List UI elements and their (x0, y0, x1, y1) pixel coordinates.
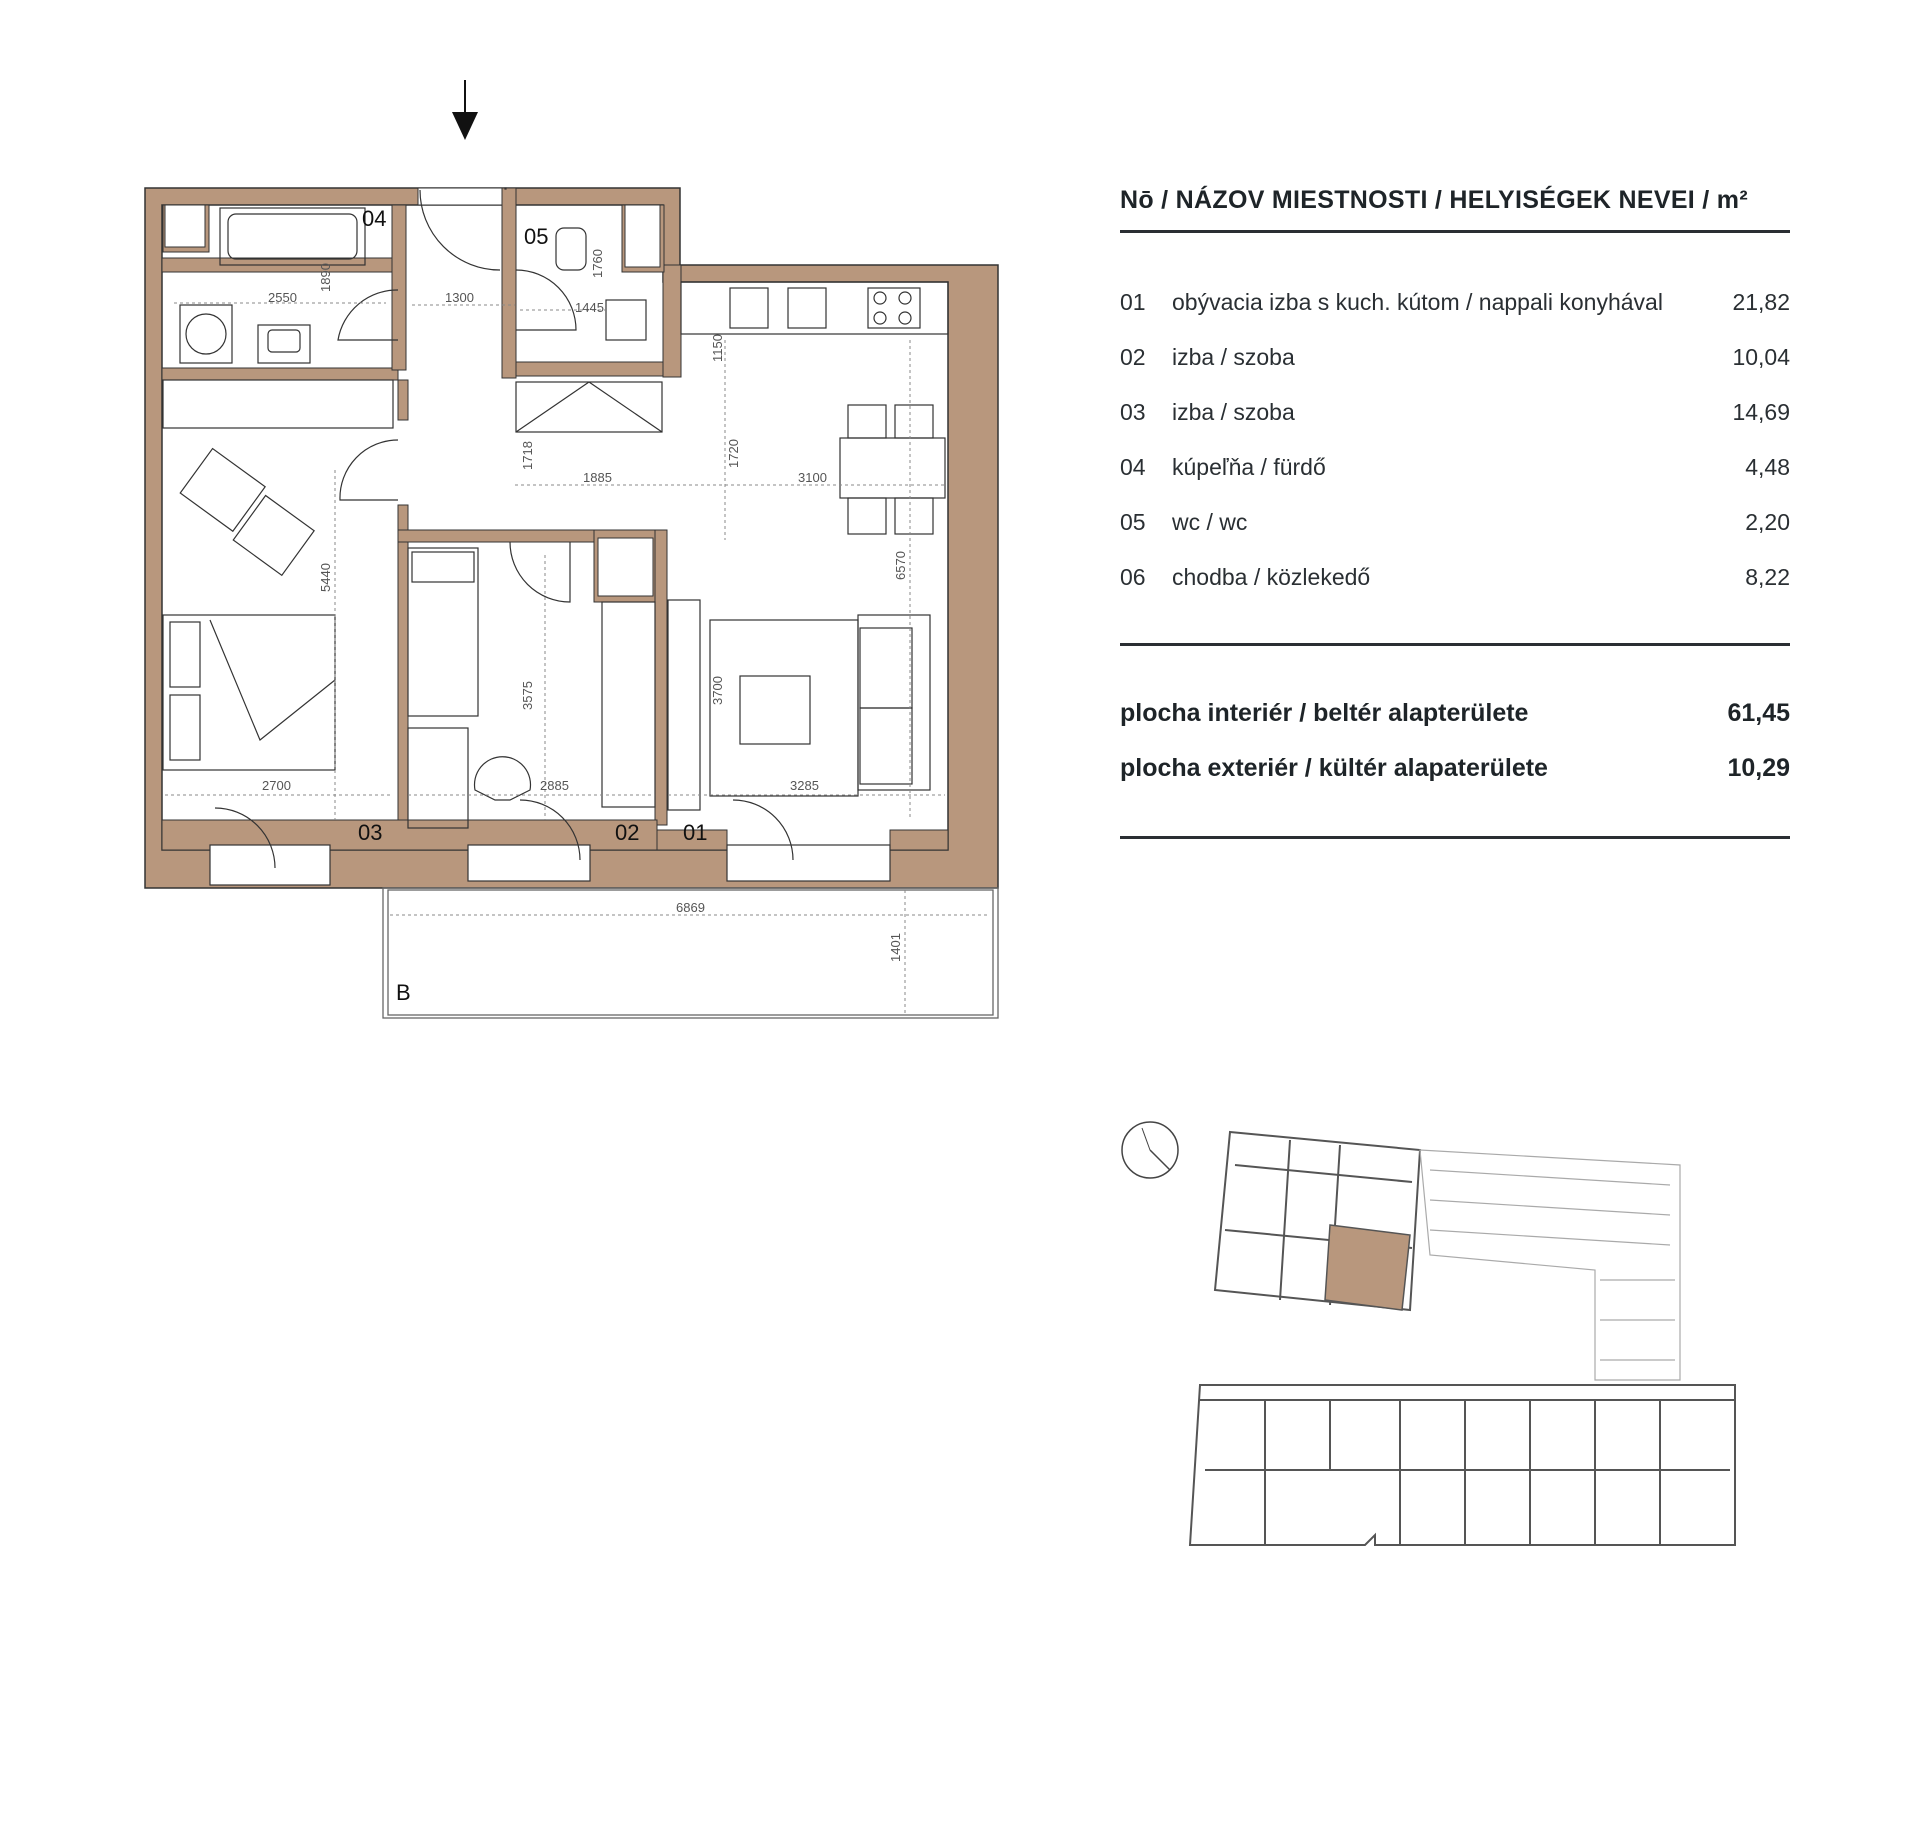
total-area: 61,45 (1727, 699, 1790, 727)
room-number: 04 (1120, 454, 1146, 480)
legend-divider-middle (1120, 643, 1790, 646)
wc-fixtures (555, 227, 647, 341)
dim-3100: 3100 (798, 470, 827, 485)
dim-6869: 6869 (676, 900, 705, 915)
roof-area (1419, 1149, 1681, 1381)
room-label-04: 04 (362, 206, 386, 231)
total-area: 10,29 (1727, 754, 1790, 782)
room-number: 01 (1120, 289, 1146, 315)
dim-1401: 1401 (888, 933, 903, 962)
legend-divider-bottom (1120, 836, 1790, 839)
room-area: 4,48 (1745, 454, 1790, 480)
room-name: obývacia izba s kuch. kútom / nappali ko… (1172, 289, 1663, 315)
room-label-05: 05 (524, 224, 548, 249)
room-label-03: 03 (358, 820, 382, 845)
room-name: chodba / közlekedő (1172, 564, 1371, 590)
room-number: 05 (1120, 509, 1146, 535)
room-area: 8,22 (1745, 564, 1790, 590)
total-row-interior: plocha interiér / beltér alapterülete 61… (1120, 686, 1790, 741)
balcony (382, 887, 999, 1019)
dim-6570: 6570 (893, 551, 908, 580)
entrance-arrow-icon (452, 80, 478, 140)
room-label-02: 02 (615, 820, 639, 845)
room-list: 01 obývacia izba s kuch. kútom / nappali… (1120, 233, 1790, 643)
kitchen-counter (515, 281, 949, 433)
dining-set (839, 404, 946, 535)
room-row: 06 chodba / közlekedő 8,22 (1120, 550, 1790, 605)
total-name: plocha interiér / beltér alapterülete (1120, 699, 1529, 727)
room-name: izba / szoba (1172, 344, 1295, 370)
dim-2885: 2885 (540, 778, 569, 793)
dim-1718: 1718 (520, 441, 535, 470)
dim-1885: 1885 (583, 470, 612, 485)
dim-2700: 2700 (262, 778, 291, 793)
floor-plan: 2550 1890 1300 1445 1760 1150 1718 1885 … (144, 80, 999, 1019)
room-label-01: 01 (683, 820, 707, 845)
total-name: plocha exteriér / kültér alapaterülete (1120, 754, 1548, 782)
total-row-exterior: plocha exteriér / kültér alapaterülete 1… (1120, 741, 1790, 796)
living-furniture (667, 599, 931, 811)
legend-divider-top (1120, 230, 1790, 233)
dim-1300: 1300 (445, 290, 474, 305)
room-number: 06 (1120, 564, 1146, 590)
room-area: 2,20 (1745, 509, 1790, 535)
dim-1890: 1890 (318, 263, 333, 292)
room-name: wc / wc (1172, 509, 1248, 535)
room-number: 02 (1120, 344, 1146, 370)
room-area: 10,04 (1732, 344, 1790, 370)
room-area: 14,69 (1732, 399, 1790, 425)
dim-1150: 1150 (710, 334, 725, 362)
room-02-furniture (407, 547, 656, 829)
dim-1720: 1720 (726, 439, 741, 468)
dim-5440: 5440 (318, 563, 333, 592)
room-area: 21,82 (1732, 289, 1790, 315)
dim-3285: 3285 (790, 778, 819, 793)
lower-building (1188, 1384, 1736, 1546)
room-number: 03 (1120, 399, 1146, 425)
room-row: 02 izba / szoba 10,04 (1120, 330, 1790, 385)
windows (209, 187, 891, 886)
room-03-furniture (162, 379, 394, 771)
north-compass-icon (1121, 1121, 1179, 1179)
dim-3575: 3575 (520, 681, 535, 710)
room-row: 01 obývacia izba s kuch. kútom / nappali… (1120, 275, 1790, 330)
dimension-lines (165, 302, 990, 1015)
bathroom-fixtures (179, 207, 366, 364)
upper-building (1213, 1130, 1422, 1312)
partition-walls (161, 187, 949, 851)
dim-1760: 1760 (590, 249, 605, 278)
dim-2550: 2550 (268, 290, 297, 305)
room-name: izba / szoba (1172, 399, 1295, 425)
area-totals: plocha interiér / beltér alapterülete 61… (1120, 646, 1790, 836)
doors (214, 269, 794, 869)
room-legend: Nō / NÁZOV MIESTNOSTI / HELYISÉGEK NEVEI… (1120, 180, 1790, 839)
balcony-label: B (396, 980, 411, 1005)
apartment-highlight (1324, 1224, 1411, 1311)
room-row: 04 kúpeľňa / fürdő 4,48 (1120, 440, 1790, 495)
dim-3700: 3700 (710, 676, 725, 705)
room-name: kúpeľňa / fürdő (1172, 454, 1326, 480)
legend-title: Nō / NÁZOV MIESTNOSTI / HELYISÉGEK NEVEI… (1120, 186, 1748, 214)
room-row: 05 wc / wc 2,20 (1120, 495, 1790, 550)
dim-1445: 1445 (575, 300, 604, 315)
room-row: 03 izba / szoba 14,69 (1120, 385, 1790, 440)
